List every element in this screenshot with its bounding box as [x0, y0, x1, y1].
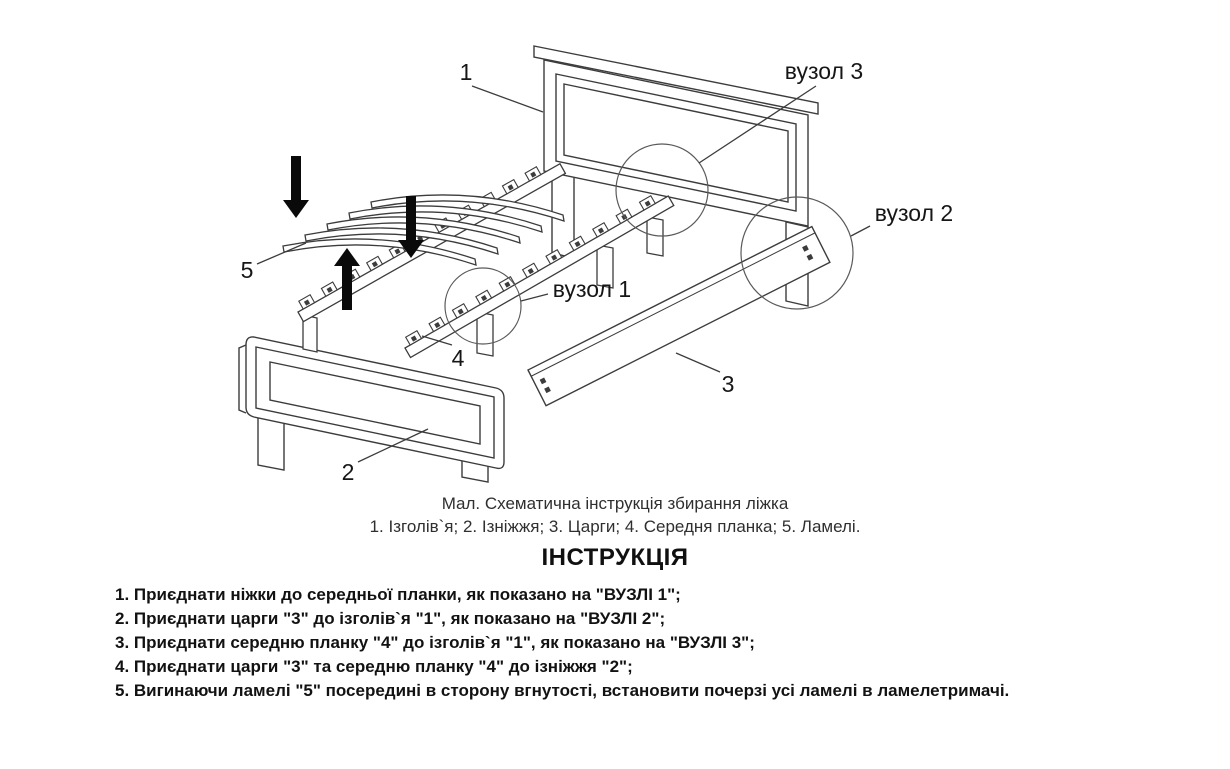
leader-part4: [421, 335, 453, 346]
callout-part4: 4: [452, 345, 465, 371]
side-rail-edge: [530, 232, 816, 377]
arrow-up-icon: [334, 248, 360, 310]
instruction-steps: 1. Приєднати ніжки до середньої планки, …: [115, 583, 1105, 703]
rail-connector: [544, 386, 551, 394]
footboard-edge: [238, 344, 247, 414]
headboard-cap: [533, 45, 819, 115]
node3-circle: [615, 143, 709, 237]
callout-part2: 2: [342, 459, 355, 485]
plank-leg: [596, 244, 614, 289]
callout-node1: вузол 1: [553, 276, 631, 302]
plank-legs-drawing: [302, 216, 664, 357]
leader-part2: [357, 428, 429, 463]
node-circles: [444, 143, 854, 345]
arrow-down-icon: [398, 196, 424, 258]
figure-caption: Мал. Схематична інструкція збирання ліжк…: [441, 494, 789, 513]
node2-circle: [740, 196, 854, 310]
slats-drawing: [282, 194, 565, 266]
instruction-step-1: 1. Приєднати ніжки до середньої планки, …: [115, 585, 681, 604]
instruction-step-5: 5. Вигинаючи ламелі "5" посередині в сто…: [115, 681, 1010, 700]
callout-part5: 5: [241, 257, 254, 283]
middle-plank-drawing: [404, 195, 675, 359]
leader-node3: [698, 85, 817, 164]
footboard-drawing: [238, 336, 505, 483]
figure-legend: 1. Ізголів`я; 2. Ізніжжя; 3. Царги; 4. С…: [369, 517, 861, 536]
bed-assembly-diagram: 1 5 4 3 2 вузол 3 вузол 2 вузол 1: [238, 45, 954, 485]
plank-leg: [476, 311, 494, 357]
headboard-panel: [563, 83, 789, 203]
direction-arrows: [283, 156, 424, 310]
instruction-step-3: 3. Приєднати середню планку "4" до ізгол…: [115, 633, 755, 652]
leader-lines: [256, 85, 871, 463]
leader-part1: [471, 85, 544, 113]
leader-part3: [675, 352, 721, 373]
rail-connector: [539, 377, 547, 385]
side-rail-drawing: [527, 225, 831, 407]
instruction-step-2: 2. Приєднати царги "3" до ізголів`я "1",…: [115, 609, 666, 628]
callout-part3: 3: [722, 371, 735, 397]
arrow-down-icon: [283, 156, 309, 218]
instruction-step-4: 4. Приєднати царги "3" та середню планку…: [115, 657, 633, 676]
leader-node2: [850, 225, 871, 237]
plank-leg: [646, 216, 664, 257]
slat: [304, 227, 499, 255]
node1-circle: [444, 267, 522, 345]
leader-node1: [520, 293, 549, 302]
diagram-labels: 1 5 4 3 2 вузол 3 вузол 2 вузол 1: [241, 58, 954, 485]
rail-connector: [806, 253, 814, 261]
instructions-title: ІНСТРУКЦІЯ: [541, 544, 689, 571]
slat: [326, 216, 521, 244]
left-rail-drawing: [297, 162, 567, 323]
callout-node2: вузол 2: [875, 200, 953, 226]
slat: [282, 238, 477, 266]
callout-part1: 1: [460, 59, 473, 85]
leader-part5: [256, 242, 307, 265]
figure-caption-block: Мал. Схематична інструкція збирання ліжк…: [0, 492, 1230, 538]
rail-connector: [802, 244, 809, 252]
callout-node3: вузол 3: [785, 58, 863, 84]
side-rail-board: [527, 225, 831, 407]
footboard-panel: [269, 361, 481, 445]
slat: [370, 194, 565, 222]
